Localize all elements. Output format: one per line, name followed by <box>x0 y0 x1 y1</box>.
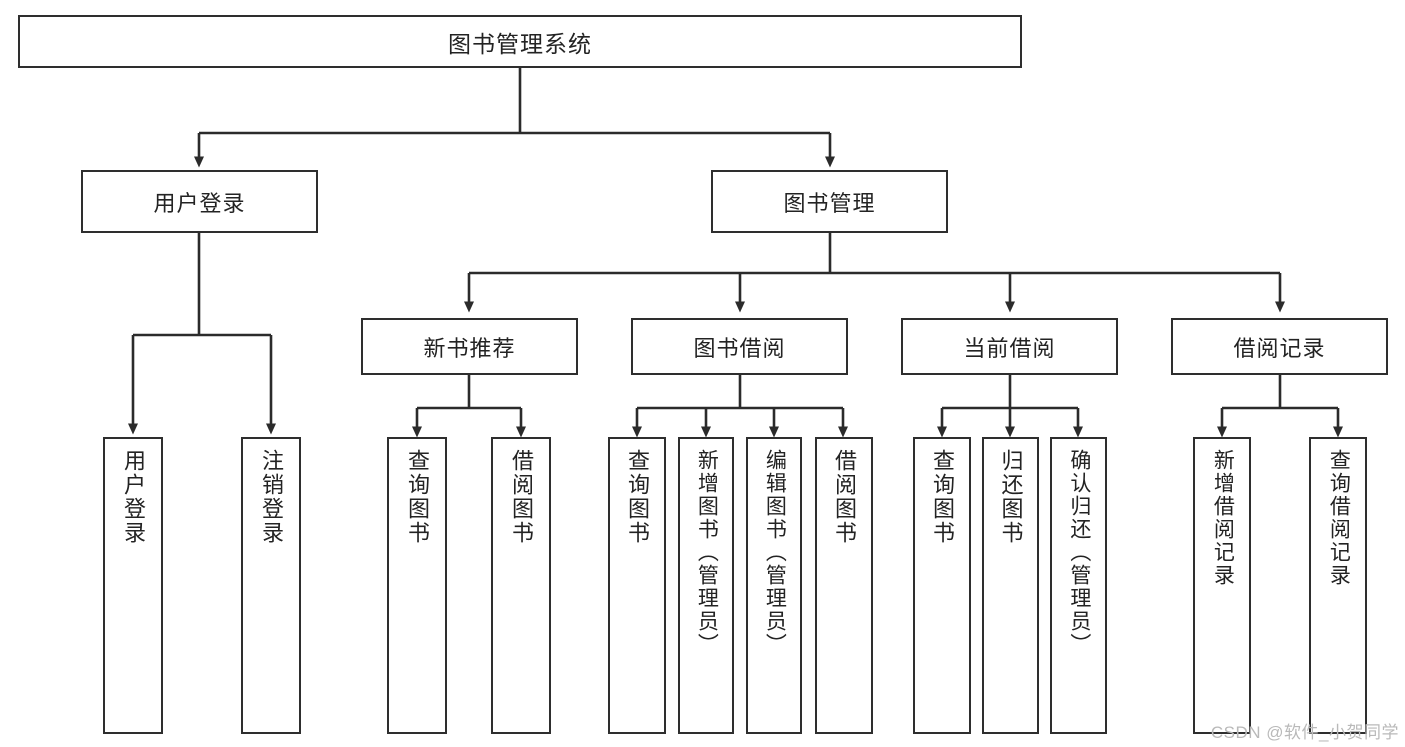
leaf-label: 新增图书（管理员） <box>695 449 719 656</box>
leaf-label: 注销登录 <box>258 449 284 545</box>
node-label: 用户登录 <box>153 190 246 216</box>
leaf-label: 查询借阅记录 <box>1327 449 1351 587</box>
leaf-current-query-book[interactable]: 查询图书 <box>913 437 971 734</box>
leaf-label: 归还图书 <box>998 449 1024 545</box>
node-book-borrow[interactable]: 图书借阅 <box>631 318 848 375</box>
leaf-label: 编辑图书（管理员） <box>763 449 787 656</box>
leaf-recommend-borrow-book[interactable]: 借阅图书 <box>491 437 551 734</box>
leaf-label: 查询图书 <box>929 449 955 545</box>
node-label: 借阅记录 <box>1233 335 1326 361</box>
node-label: 图书管理 <box>783 190 876 216</box>
leaf-label: 借阅图书 <box>508 449 534 545</box>
leaf-current-return-book[interactable]: 归还图书 <box>982 437 1039 734</box>
watermark: CSDN @软件_小贺同学 <box>1210 723 1399 742</box>
leaf-borrow-add-book-admin[interactable]: 新增图书（管理员） <box>678 437 734 734</box>
leaf-recommend-query-book[interactable]: 查询图书 <box>387 437 447 734</box>
leaf-records-query-record[interactable]: 查询借阅记录 <box>1309 437 1367 734</box>
node-root-system[interactable]: 图书管理系统 <box>18 15 1022 68</box>
leaf-borrow-edit-book-admin[interactable]: 编辑图书（管理员） <box>746 437 802 734</box>
node-borrow-records[interactable]: 借阅记录 <box>1171 318 1388 375</box>
leaf-current-confirm-return-admin[interactable]: 确认归还（管理员） <box>1050 437 1107 734</box>
leaf-label: 借阅图书 <box>831 449 857 545</box>
node-label: 当前借阅 <box>963 335 1056 361</box>
leaf-label: 查询图书 <box>624 449 650 545</box>
leaf-user-login-logout[interactable]: 注销登录 <box>241 437 301 734</box>
node-label: 新书推荐 <box>423 335 516 361</box>
leaf-records-add-record[interactable]: 新增借阅记录 <box>1193 437 1251 734</box>
node-label: 图书借阅 <box>693 335 786 361</box>
leaf-label: 新增借阅记录 <box>1211 449 1235 587</box>
leaf-label: 确认归还（管理员） <box>1067 449 1091 656</box>
node-user-login[interactable]: 用户登录 <box>81 170 318 233</box>
leaf-borrow-borrow-book[interactable]: 借阅图书 <box>815 437 873 734</box>
node-new-book-recommend[interactable]: 新书推荐 <box>361 318 578 375</box>
leaf-user-login-login[interactable]: 用户登录 <box>103 437 163 734</box>
leaf-borrow-query-book[interactable]: 查询图书 <box>608 437 666 734</box>
leaf-label: 用户登录 <box>120 449 146 545</box>
node-book-management[interactable]: 图书管理 <box>711 170 948 233</box>
node-label: 图书管理系统 <box>448 30 592 57</box>
leaf-label: 查询图书 <box>404 449 430 545</box>
node-current-borrow[interactable]: 当前借阅 <box>901 318 1118 375</box>
